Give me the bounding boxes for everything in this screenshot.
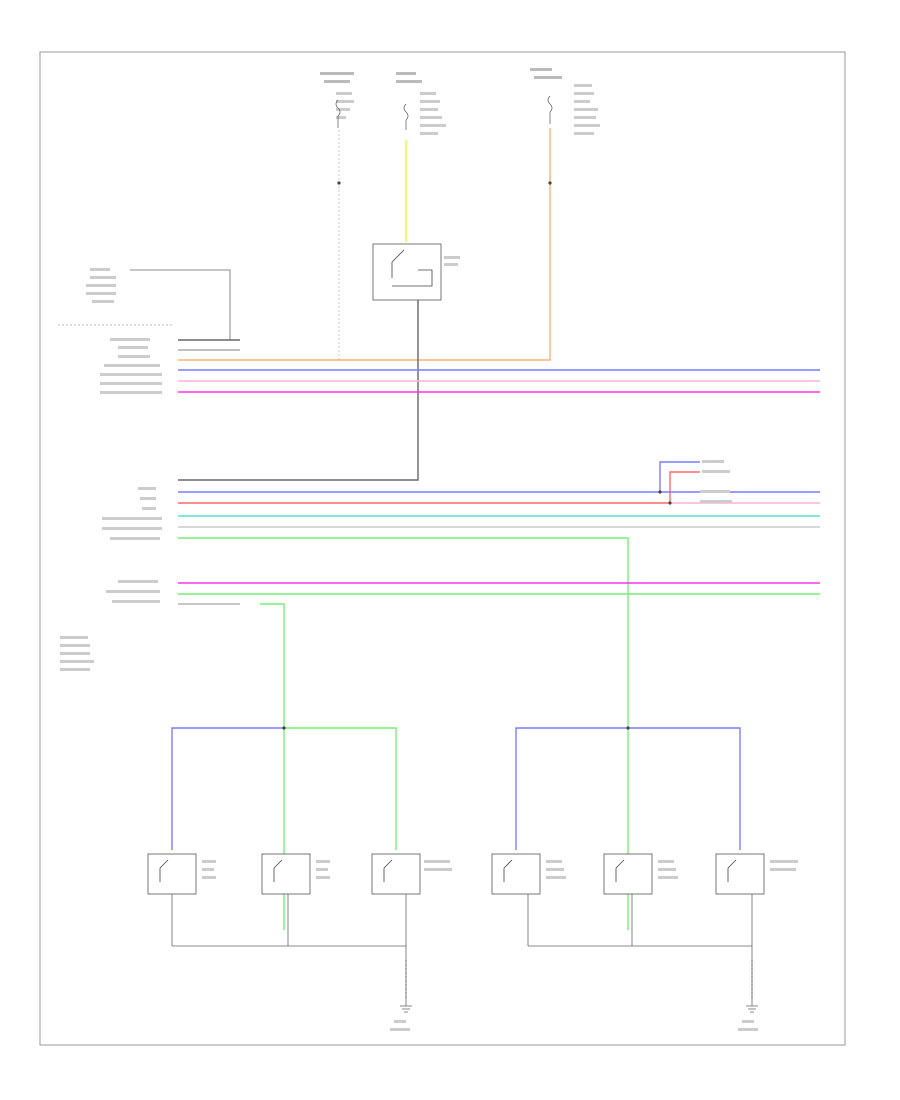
switch-1 [147, 853, 197, 946]
ground-labels [390, 1020, 758, 1031]
fuse-symbol-right [547, 95, 553, 124]
wire-upper-bracket [130, 269, 231, 341]
wire-blue-left [171, 727, 284, 850]
module-label [60, 636, 94, 671]
fuse-symbol-center [403, 103, 409, 130]
fuse-symbol-left [335, 99, 341, 128]
bus-group-3 [106, 580, 160, 603]
wire-green-3b [260, 603, 285, 930]
wire-orange [178, 128, 551, 361]
ground-icon [746, 1000, 758, 1013]
ground-bus-right [528, 945, 753, 1000]
switch-labels [202, 860, 798, 879]
bus-group-1 [100, 338, 162, 394]
wire-blue-2 [178, 461, 700, 493]
diagram-frame [39, 51, 846, 1046]
switch-5 [603, 853, 653, 946]
fuse-label-right [530, 68, 600, 135]
switch-2 [261, 853, 311, 946]
switch-3 [371, 853, 421, 946]
relay-switch-icon [391, 249, 433, 287]
relay-box [372, 243, 442, 301]
wire-green-2 [178, 537, 629, 930]
wire-gray-relay [178, 300, 419, 481]
fuse-label-left [320, 72, 354, 119]
switch-6 [715, 853, 765, 946]
left-upper-label [86, 268, 116, 303]
wire-green-left [284, 727, 397, 850]
fuse-label-center [396, 72, 446, 135]
right-connector-labels [700, 460, 732, 503]
ground-bus-left [172, 945, 407, 1000]
switch-4 [491, 853, 541, 946]
ground-icon [400, 1000, 412, 1013]
bus-group-2 [102, 487, 162, 540]
wire-red-2 [178, 471, 700, 504]
